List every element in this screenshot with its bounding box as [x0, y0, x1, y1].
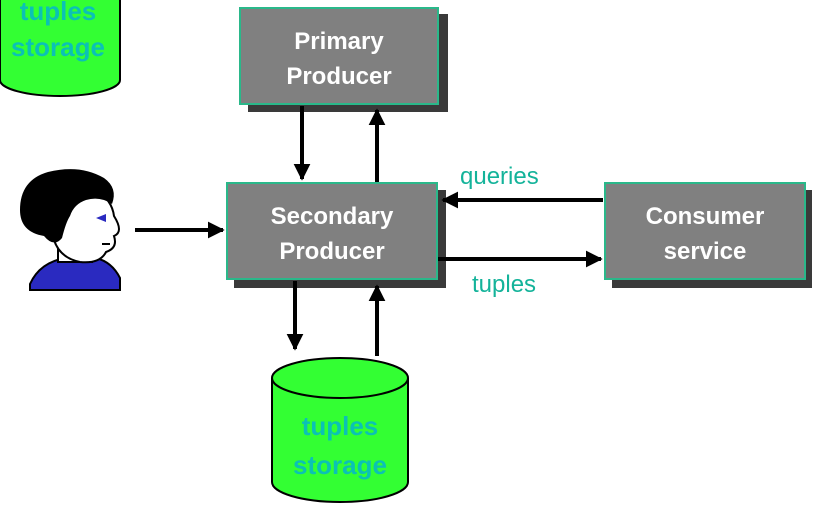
user-avatar-icon [20, 169, 121, 291]
consumer-service-line2: service [664, 238, 747, 265]
storage-cylinder-topleft: tuples storage [0, 0, 121, 97]
storage-bottom-line2: storage [293, 450, 387, 480]
edge-label-tuples: tuples [472, 271, 536, 298]
secondary-producer-line2: Producer [279, 238, 384, 265]
consumer-service-line1: Consumer [646, 203, 765, 230]
primary-producer-line1: Primary [294, 28, 384, 55]
edge-label-queries: queries [460, 163, 539, 190]
consumer-service-node: Consumer service [604, 182, 812, 288]
primary-producer-line2: Producer [286, 63, 391, 90]
secondary-producer-line1: Secondary [271, 203, 394, 230]
storage-topleft-line2: storage [11, 32, 105, 62]
secondary-producer-node: Secondary Producer [226, 182, 446, 288]
storage-topleft-line1: tuples [20, 0, 97, 26]
storage-bottom-line1: tuples [302, 411, 379, 441]
storage-cylinder-bottom: tuples storage [271, 357, 409, 503]
primary-producer-node: Primary Producer [239, 7, 448, 112]
